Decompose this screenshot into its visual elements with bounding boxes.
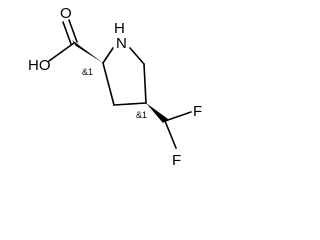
stereo-label-c4: &1 (136, 110, 147, 120)
atom-label-oxygen-carbonyl: O (60, 5, 72, 22)
bond-n-c5 (129, 47, 145, 65)
bond-chf2-f1 (164, 111, 192, 122)
bond-c5-c4 (143, 63, 147, 104)
bond-chf2-f2 (164, 120, 177, 149)
wedge-bond-c2-carboxyl (72, 40, 103, 63)
atom-label-hydroxyl: HO (28, 57, 51, 74)
atom-label-fluorine-2: F (172, 152, 181, 169)
bond-carboxyl-carbon-oxygen-b (68, 19, 78, 43)
wedge-bond-c4-chf2 (146, 103, 168, 123)
stereo-label-c2: &1 (82, 67, 93, 77)
bond-c3-c4 (113, 102, 147, 106)
bond-n-c2 (102, 47, 114, 64)
bond-carboxyl-carbon-hydroxyl (48, 42, 75, 62)
atom-label-nitrogen-h: H (114, 20, 125, 37)
molecule-structure: H N O HO F F &1 &1 (28, 5, 202, 169)
bond-carboxyl-carbon-oxygen-a (62, 21, 72, 45)
atom-label-nitrogen: N (116, 35, 127, 52)
bond-c2-c3 (102, 62, 115, 106)
atom-label-fluorine-1: F (193, 103, 202, 120)
